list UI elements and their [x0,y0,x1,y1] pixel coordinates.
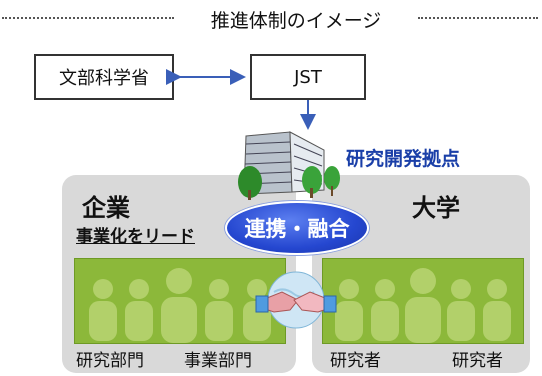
university-people-icon [335,268,511,343]
jst-box: JST [250,54,366,100]
handshake-globe-icon [255,271,337,329]
university-label-researcher-1: 研究者 [330,351,381,371]
industry-label-business: 事業部門 [184,351,252,371]
industry-people-box [74,258,286,344]
collaboration-oval: 連携・融合 [225,201,369,255]
mext-box: 文部科学省 [34,54,174,100]
industry-label-research: 研究部門 [76,351,144,371]
building-icon [238,131,340,200]
title-row: 推進体制のイメージ [0,0,542,40]
research-hub-label: 研究開発拠点 [346,148,461,170]
university-people-box [322,258,524,344]
left-dotted-line [2,17,174,19]
diagram-title: 推進体制のイメージ [210,10,382,32]
industry-subtitle: 事業化をリード [76,227,195,247]
university-label-researcher-2: 研究者 [452,351,503,371]
university-title: 大学 [412,194,460,222]
right-dotted-line [418,17,538,19]
industry-title: 企業 [82,194,130,222]
